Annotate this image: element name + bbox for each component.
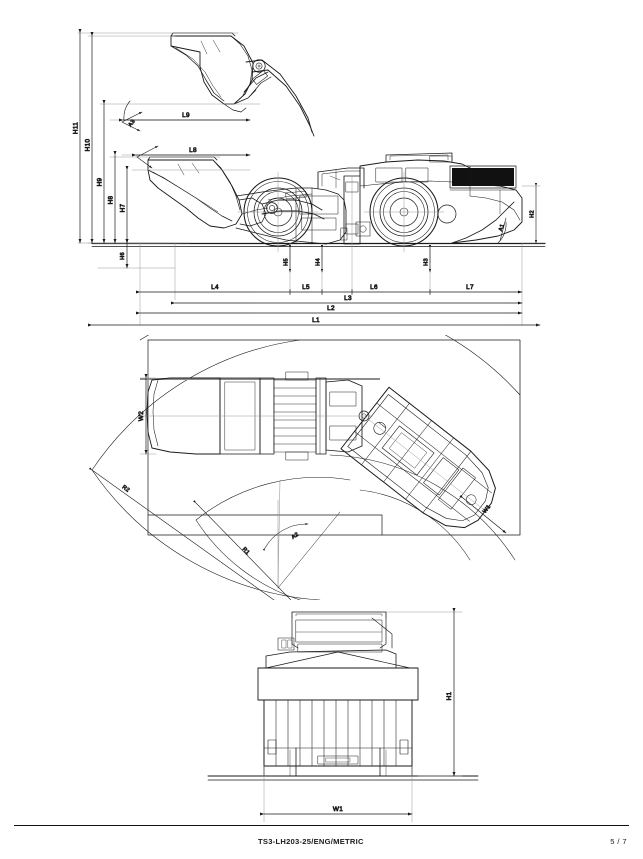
side-upper-horizontal-dimensions: L9 L8 A3 (118, 100, 251, 169)
side-extension-lines (77, 32, 546, 326)
rear-frame-engine-deck (359, 152, 523, 244)
plan-top-view: W2 W1 R2 R1 A2 (88, 335, 521, 600)
dim-label-L5: L5 (302, 284, 310, 291)
dim-label-H10: H10 (85, 139, 92, 152)
plan-front-half (139, 371, 373, 461)
front-elevation-view: H1 W1 (207, 607, 479, 823)
dim-label-H3: H3 (424, 258, 430, 266)
dim-label-L1: L1 (312, 317, 320, 324)
dimension-H5: H5 (283, 245, 292, 273)
dimension-L9: L9 (118, 112, 251, 122)
articulation-joint (340, 175, 371, 245)
dim-label-L3: L3 (344, 295, 352, 302)
dim-label-H2: H2 (530, 210, 536, 218)
dim-label-L4: L4 (211, 284, 219, 291)
dimension-L2: L2 (135, 305, 523, 315)
dim-label-H11: H11 (73, 122, 80, 134)
side-chained-length-dimensions: L4 L5 L6 L7 (135, 284, 523, 296)
dimension-W1-front: W1 (259, 765, 413, 823)
dim-label-L2: L2 (327, 305, 335, 312)
angle-A3: A3 (121, 100, 143, 132)
radius-R2: R2 (88, 467, 275, 600)
dimension-L3: L3 (170, 295, 523, 305)
radius-R1: R1 (193, 500, 292, 600)
dim-label-W1-plan: W1 (482, 504, 492, 515)
document-code: TS3-LH203-25/ENG/METRIC (258, 837, 364, 846)
dim-label-H1: H1 (446, 691, 453, 700)
dimension-H10: H10 (84, 31, 94, 244)
front-wheel (237, 171, 319, 253)
plan-rear-half-articulated (340, 386, 496, 529)
angle-A3-secondary-leader (136, 145, 159, 169)
dimension-W1-plan: W1 (459, 494, 507, 534)
dim-label-R2: R2 (121, 484, 131, 493)
side-elevation-view: H11 H10 H9 H8 H7 H6 (72, 28, 546, 327)
sheet-footer: TS3-LH203-25/ENG/METRIC 5 / 7 (0, 825, 643, 859)
front-main-body (257, 667, 419, 701)
turning-circle-outer-arc (91, 335, 521, 600)
dim-label-W2: W2 (138, 411, 145, 421)
dimension-H9: H9 (96, 99, 106, 244)
dimension-H11: H11 (72, 28, 82, 244)
dim-label-H5: H5 (284, 258, 290, 266)
angle-A1: A1 (498, 217, 506, 244)
dim-label-L7: L7 (466, 284, 474, 291)
dimension-H7: H7 (119, 165, 129, 244)
dimension-H1: H1 (385, 607, 463, 777)
dimension-L1: L1 (87, 317, 541, 327)
dim-label-H4: H4 (316, 258, 322, 266)
front-bucket-face (263, 699, 413, 767)
dimension-H3: H3 (423, 245, 432, 273)
dim-label-A1: A1 (498, 223, 506, 232)
dim-label-R1: R1 (241, 546, 251, 556)
dim-label-L9: L9 (182, 112, 190, 119)
dimension-L8: L8 (131, 147, 251, 157)
front-hood-wedge (265, 649, 411, 669)
rear-wheel (363, 171, 457, 253)
bucket-raised-dump-position (170, 32, 315, 137)
rops-canopy-front (277, 611, 393, 653)
footer-divider (14, 825, 629, 826)
dim-label-H7: H7 (120, 203, 127, 212)
dimension-H4: H4 (315, 245, 324, 273)
dim-label-L6: L6 (370, 284, 378, 291)
dim-label-A2: A2 (291, 532, 301, 541)
dim-label-A3: A3 (128, 119, 137, 129)
dimension-H6: H6 (120, 238, 129, 269)
dim-label-H6: H6 (120, 252, 126, 260)
dimension-H8: H8 (107, 150, 117, 244)
dim-label-W1-front: W1 (333, 806, 343, 813)
dim-label-H8: H8 (108, 195, 115, 204)
front-view-ground-line (207, 775, 479, 781)
dim-label-L8: L8 (189, 147, 197, 154)
side-vertical-dimensions: H11 H10 H9 H8 H7 H6 (72, 28, 538, 273)
operator-cabin-canopy (317, 167, 365, 189)
dimension-H2: H2 (529, 183, 538, 244)
page-number: 5 / 7 (610, 837, 627, 846)
dimension-W2: W2 (138, 373, 157, 455)
ground-line (91, 242, 546, 247)
angle-A2: A2 (262, 479, 341, 589)
dim-label-H9: H9 (97, 177, 104, 186)
